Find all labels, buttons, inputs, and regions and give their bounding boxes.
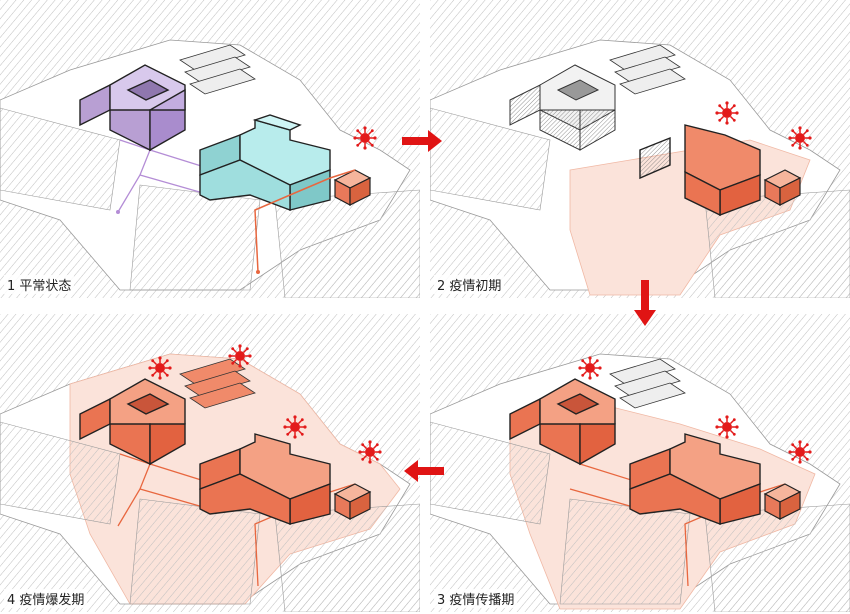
building-admin [509,64,616,151]
building-admin [79,378,186,466]
virus-icon [714,414,740,440]
virus-icon [714,100,740,126]
virus-icon [352,125,378,151]
path-node [256,270,260,274]
panel-early-epidemic: 2 疫情初期 [430,0,850,298]
building-isolation [763,483,802,520]
panel-caption: 3 疫情传播期 [434,589,518,608]
road-center [129,184,261,291]
dorm-blocks [179,44,256,95]
building-isolation [333,483,372,520]
virus-icon [577,355,603,381]
site-diagram [430,314,850,612]
arrow-right-icon [402,130,442,152]
panel-spread: 3 疫情传播期 [430,314,850,612]
building-ward [639,124,761,217]
building-admin [509,378,616,466]
building-ward [629,433,761,526]
road-left [0,107,121,211]
virus-icon [147,355,173,381]
panel-outbreak: 4 疫情爆发期 [0,314,420,612]
building-isolation [763,169,802,206]
virus-icon [787,439,813,465]
dorm-blocks [179,358,256,409]
site-diagram [0,314,420,612]
virus-icon [357,439,383,465]
building-isolation [333,169,372,206]
panel-caption: 2 疫情初期 [434,275,505,294]
panel-caption: 4 疫情爆发期 [4,589,88,608]
virus-icon [787,125,813,151]
arrow-left-icon [404,460,444,482]
site-diagram [0,0,420,298]
dorm-blocks [609,358,686,409]
site-diagram [430,0,850,298]
virus-icon [282,414,308,440]
virus-icon [227,343,253,369]
panel-caption: 1 平常状态 [4,275,75,294]
building-admin [79,64,186,152]
panel-normal-state: 1 平常状态 [0,0,420,298]
arrow-down-icon [634,280,656,326]
road-right [274,189,420,298]
building-ward [199,433,331,526]
building-ward [199,114,331,212]
dorm-blocks [609,44,686,95]
infection-path [254,169,356,273]
path-node [116,210,120,214]
